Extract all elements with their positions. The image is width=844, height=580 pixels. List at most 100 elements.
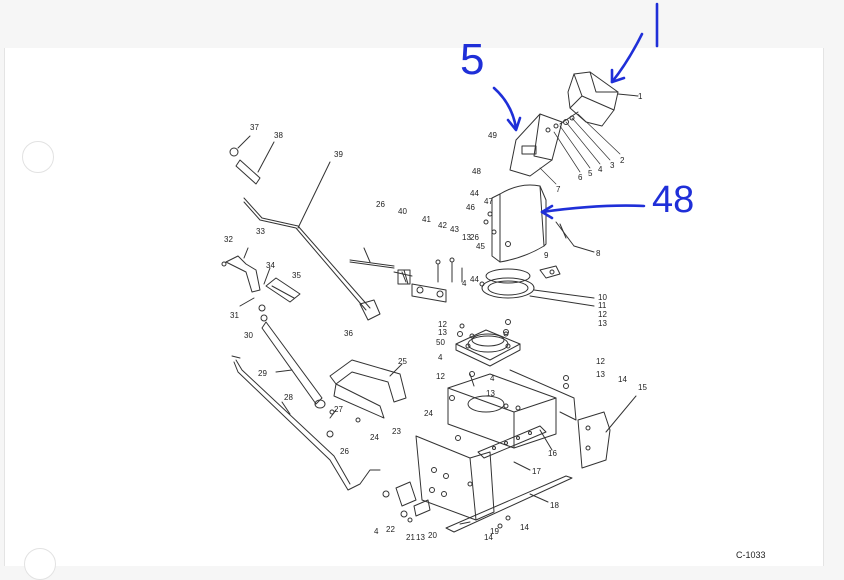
- part-37-38: [229, 135, 275, 185]
- callout-17: 17: [532, 467, 541, 476]
- callout-26b: 26: [340, 447, 349, 456]
- annotation-1-arrow: [610, 32, 644, 84]
- callout-9: 9: [544, 251, 549, 260]
- callout-13b: 13: [596, 370, 605, 379]
- part-8-handle: [555, 221, 595, 253]
- callout-19: 19: [490, 527, 499, 536]
- callout-36: 36: [344, 329, 353, 338]
- part-9-clip: [539, 265, 561, 279]
- document-page: [4, 48, 824, 566]
- callout-44a: 44: [470, 189, 479, 198]
- part-23-housing: [415, 369, 577, 521]
- callout-26c: 26: [470, 233, 479, 242]
- callout-26a: 26: [376, 200, 385, 209]
- callout-7: 7: [556, 185, 561, 194]
- callout-24b: 24: [424, 409, 433, 418]
- part-28-bar: [231, 355, 381, 491]
- drawing-number: C-1033: [736, 550, 766, 560]
- part-48-chute: [491, 184, 547, 263]
- callout-labels: 1 2 3 4 5 6 7 8 9 10 11 12 13 12 13 14 1…: [224, 92, 647, 542]
- part-40-rod: [349, 247, 413, 277]
- part-16-17-bar: [477, 425, 553, 471]
- callout-2: 2: [620, 156, 625, 165]
- part-15-skid: [577, 395, 637, 469]
- part-18-scraper: [445, 475, 573, 533]
- part-29-strut: [261, 321, 326, 409]
- callout-12d: 12: [436, 372, 445, 381]
- annotation-5-arrow: [492, 86, 518, 130]
- callout-34: 34: [266, 261, 275, 270]
- callout-14c: 14: [520, 523, 529, 532]
- lever-assembly-31-35: [221, 247, 301, 322]
- callout-44b: 44: [470, 275, 479, 284]
- callout-24a: 24: [370, 433, 379, 442]
- callout-50: 50: [436, 338, 445, 347]
- callout-37: 37: [250, 123, 259, 132]
- callout-40: 40: [398, 207, 407, 216]
- callout-35: 35: [292, 271, 301, 280]
- callout-29: 29: [258, 369, 267, 378]
- callout-15: 15: [638, 383, 647, 392]
- leaders-2-7: [539, 113, 621, 185]
- annotation-48-text: 48: [652, 179, 694, 221]
- callout-48: 48: [472, 167, 481, 176]
- part-49-deflector: [509, 111, 579, 177]
- callout-47: 47: [484, 197, 493, 206]
- callout-4: 4: [598, 165, 603, 174]
- handwritten-annotations: [492, 2, 659, 220]
- callout-12a: 12: [598, 310, 607, 319]
- callout-3: 3: [610, 161, 615, 170]
- callout-14b: 14: [484, 533, 493, 542]
- annotation-48-arrowhead: [540, 204, 554, 220]
- callout-45: 45: [476, 242, 485, 251]
- callout-20: 20: [428, 531, 437, 540]
- callout-12c: 12: [438, 320, 447, 329]
- callout-30: 30: [244, 331, 253, 340]
- callout-16: 16: [548, 449, 557, 458]
- annotation-1-arrowhead: [610, 68, 626, 84]
- callout-13d: 13: [462, 233, 471, 242]
- callout-14a: 14: [618, 375, 627, 384]
- callout-33: 33: [256, 227, 265, 236]
- callout-42: 42: [438, 221, 447, 230]
- callout-13f: 13: [416, 533, 425, 542]
- callout-21: 21: [406, 533, 415, 542]
- callout-11: 11: [598, 301, 607, 310]
- callout-32: 32: [224, 235, 233, 244]
- callout-4c: 4: [490, 374, 495, 383]
- callout-4b: 4: [438, 353, 443, 362]
- callout-1: 1: [638, 92, 643, 101]
- callout-46: 46: [466, 203, 475, 212]
- part-39-long-rod: [243, 161, 381, 321]
- part-20-22-bracket: [382, 481, 431, 523]
- part-1-hood: [567, 71, 639, 127]
- callout-6: 6: [578, 173, 583, 182]
- part-25-frame: [326, 359, 407, 438]
- callout-18: 18: [550, 501, 559, 510]
- part-50-flange: [455, 329, 521, 367]
- callout-31: 31: [230, 311, 239, 320]
- callout-22: 22: [386, 525, 395, 534]
- annotation-48-arrow: [540, 204, 646, 214]
- page-marker-circle: [22, 141, 54, 173]
- callout-28: 28: [284, 393, 293, 402]
- callout-12b: 12: [596, 357, 605, 366]
- callout-25: 25: [398, 357, 407, 366]
- callout-39: 39: [334, 150, 343, 159]
- callout-49: 49: [488, 131, 497, 140]
- annotation-5-text: 5: [460, 35, 484, 84]
- callout-13a: 13: [598, 319, 607, 328]
- annotation-5-arrowhead: [506, 116, 522, 132]
- callout-27: 27: [334, 405, 343, 414]
- hardware-41-47: [397, 211, 497, 303]
- callout-43: 43: [450, 225, 459, 234]
- callout-41: 41: [422, 215, 431, 224]
- callout-13e: 13: [486, 389, 495, 398]
- callout-4d: 4: [374, 527, 379, 536]
- callout-8: 8: [596, 249, 601, 258]
- callout-5: 5: [588, 169, 593, 178]
- exploded-parts-diagram: 1 2 3 4 5 6 7 8 9 10 11 12 13 12 13 14 1…: [221, 2, 694, 542]
- callout-38: 38: [274, 131, 283, 140]
- callout-4a: 4: [462, 279, 467, 288]
- callout-10: 10: [598, 293, 607, 302]
